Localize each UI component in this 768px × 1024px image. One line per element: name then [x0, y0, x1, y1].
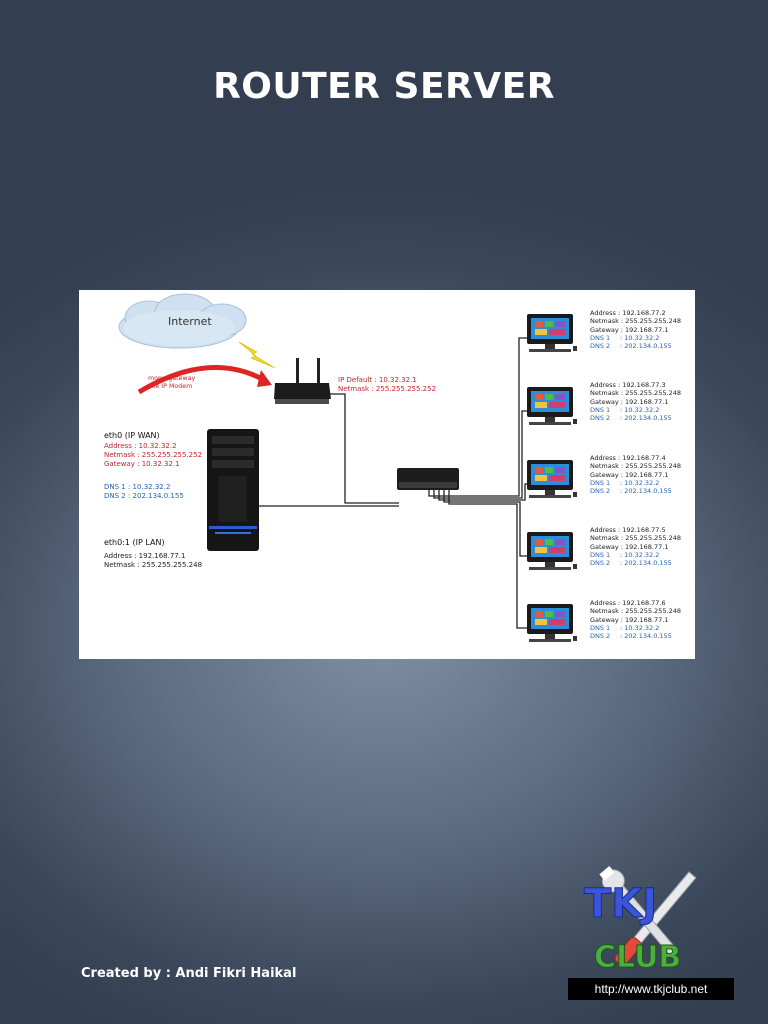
- arrow-label-2: ke IP Modem: [152, 383, 193, 390]
- modem-netmask: Netmask : 255.255.255.252: [338, 385, 437, 393]
- modem-ip-default: IP Default : 10.32.32.1: [338, 376, 417, 384]
- client-info: Address : 192.168.77.3 Netmask : 255.255…: [590, 381, 682, 423]
- author-credit: Created by : Andi Fikri Haikal: [81, 966, 297, 981]
- eth01-address: Address : 192.168.77.1: [104, 552, 186, 560]
- client-info: Address : 192.168.77.4 Netmask : 255.255…: [590, 454, 682, 496]
- modem-icon: [274, 358, 331, 404]
- client-info: Address : 192.168.77.2 Netmask : 255.255…: [590, 309, 682, 351]
- gateway-arrow-icon: [137, 365, 266, 395]
- client-info: Address : 192.168.77.6 Netmask : 255.255…: [590, 599, 682, 641]
- svg-text:CLUB: CLUB: [594, 940, 681, 975]
- network-diagram: Internet mong-gateway ke IP Modem IP Def…: [79, 290, 695, 659]
- eth01-heading: eth0:1 (IP LAN): [104, 538, 165, 547]
- page-title: ROUTER SERVER: [213, 66, 555, 107]
- lightning-icon: [238, 341, 276, 369]
- network-cables: [259, 337, 527, 629]
- client-pc-icons: [527, 314, 577, 642]
- internet-label: Internet: [168, 315, 212, 328]
- network-switch-icon: [397, 468, 459, 490]
- client-info: Address : 192.168.77.5 Netmask : 255.255…: [590, 526, 682, 568]
- internet-cloud-icon: [118, 293, 247, 349]
- eth0-heading: eth0 (IP WAN): [104, 431, 160, 440]
- eth0-netmask: Netmask : 255.255.255.252: [104, 451, 203, 459]
- tkj-club-logo-icon: TKJ CLUB: [584, 865, 697, 976]
- eth0-dns1: DNS 1 : 10.32.32.2: [104, 483, 171, 491]
- svg-text:TKJ: TKJ: [584, 881, 657, 927]
- eth0-dns2: DNS 2 : 202.134.0.155: [104, 492, 184, 500]
- server-tower-icon: [207, 429, 259, 551]
- logo-url: http://www.tkjclub.net: [568, 978, 734, 1000]
- eth0-gateway: Gateway : 10.32.32.1: [104, 460, 180, 468]
- arrow-label-1: mong-gateway: [148, 375, 196, 382]
- eth01-netmask: Netmask : 255.255.255.248: [104, 561, 203, 569]
- eth0-address: Address : 10.32.32.2: [104, 442, 177, 450]
